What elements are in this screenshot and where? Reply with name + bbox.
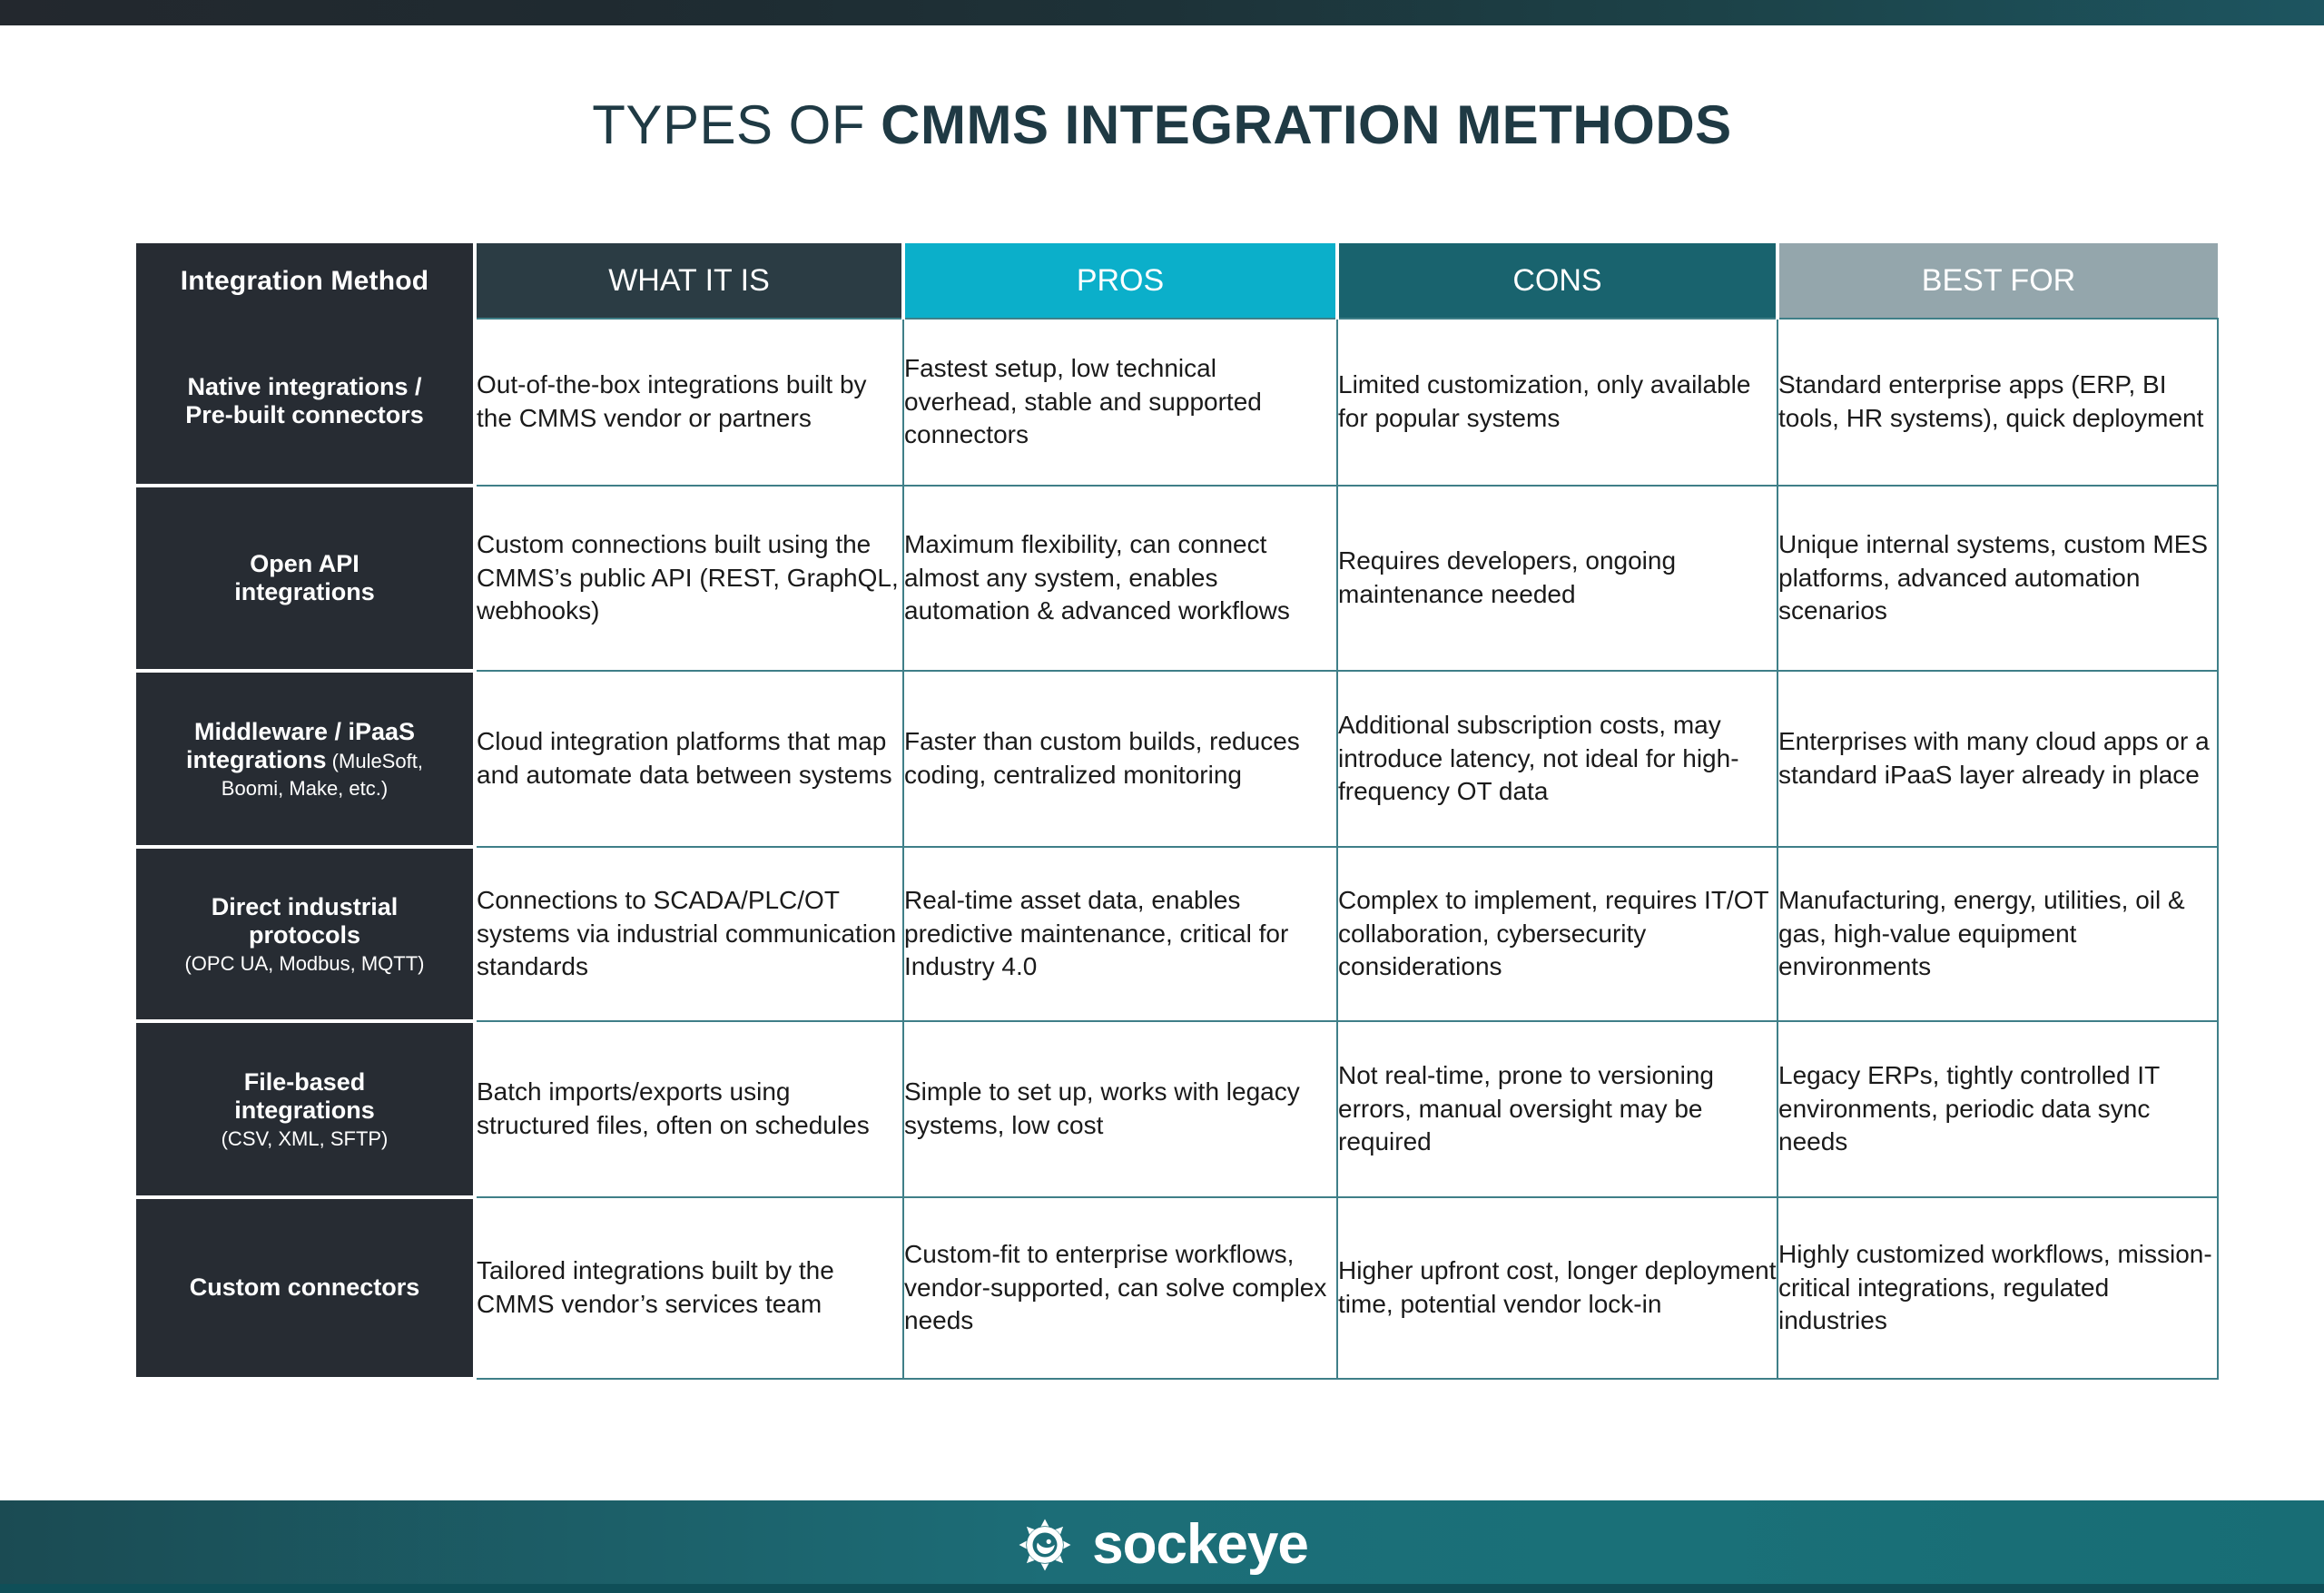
page-title-bold: CMMS INTEGRATION METHODS (881, 94, 1732, 155)
footer-underline (0, 1584, 2324, 1593)
table-row: Native integrations / Pre-built connecto… (136, 318, 2219, 487)
cell-best-for: Highly customized workflows, mission-cri… (1777, 1197, 2219, 1380)
column-header-cons: CONS (1337, 243, 1779, 319)
row-method-label: Direct industrial protocols (OPC UA, Mod… (136, 847, 477, 1023)
cell-best-for: Unique internal systems, custom MES plat… (1777, 486, 2219, 672)
cell-best-for: Legacy ERPs, tightly controlled IT envir… (1777, 1021, 2219, 1198)
gear-eye-icon (1019, 1519, 1071, 1571)
row-method-label: File-based integrations (CSV, XML, SFTP) (136, 1021, 477, 1199)
method-line-1: Middleware / iPaaS (193, 717, 416, 745)
cell-pros: Simple to set up, works with legacy syst… (903, 1021, 1338, 1198)
table-row: Direct industrial protocols (OPC UA, Mod… (136, 847, 2219, 1023)
sockeye-logo: sockeye (1016, 1513, 1309, 1576)
cell-cons: Not real-time, prone to versioning error… (1337, 1021, 1778, 1198)
row-method-label: Middleware / iPaaS integrations (MuleSof… (136, 671, 477, 849)
method-line-2: integrations (186, 746, 327, 774)
row-method-label: Native integrations / Pre-built connecto… (136, 319, 477, 487)
top-decorative-bar (0, 0, 2324, 25)
cell-cons: Additional subscription costs, may intro… (1337, 671, 1778, 848)
method-line-1: Custom connectors (189, 1273, 420, 1302)
cell-cons: Higher upfront cost, longer deployment t… (1337, 1197, 1778, 1380)
footer-bar: sockeye (0, 1500, 2324, 1593)
cell-pros: Custom-fit to enterprise workflows, vend… (903, 1197, 1338, 1380)
column-header-best-for: BEST FOR (1777, 243, 2218, 319)
table-body: Native integrations / Pre-built connecto… (136, 318, 2219, 1381)
method-line-1: File-based (243, 1067, 366, 1096)
page-title: TYPES OF CMMS INTEGRATION METHODS (0, 93, 2324, 156)
table-row: File-based integrations (CSV, XML, SFTP)… (136, 1021, 2219, 1199)
method-sub-line: (CSV, XML, SFTP) (221, 1126, 389, 1150)
cell-what-it-is: Cloud integration platforms that map and… (475, 671, 904, 848)
cell-pros: Faster than custom builds, reduces codin… (903, 671, 1338, 848)
cell-pros: Maximum flexibility, can connect almost … (903, 486, 1338, 672)
table-row: Custom connectors Tailored integrations … (136, 1197, 2219, 1381)
column-header-what-it-is: WHAT IT IS (475, 243, 905, 319)
column-header-pros: PROS (903, 243, 1339, 319)
cell-best-for: Manufacturing, energy, utilities, oil & … (1777, 847, 2219, 1022)
table-header-row: Integration Method WHAT IT IS PROS CONS … (136, 243, 2218, 319)
method-line-1: Direct industrial (211, 892, 399, 920)
method-line-2: protocols (248, 921, 360, 949)
cell-what-it-is: Connections to SCADA/PLC/OT systems via … (475, 847, 904, 1022)
integration-methods-table: Integration Method WHAT IT IS PROS CONS … (136, 243, 2219, 1381)
row-method-label: Open API integrations (136, 486, 477, 673)
cell-cons: Complex to implement, requires IT/OT col… (1337, 847, 1778, 1022)
method-line-2: integrations (234, 578, 375, 605)
cell-best-for: Enterprises with many cloud apps or a st… (1777, 671, 2219, 848)
cell-what-it-is: Tailored integrations built by the CMMS … (475, 1197, 904, 1380)
cell-pros: Fastest setup, low technical overhead, s… (903, 318, 1338, 487)
method-line-2: Pre-built connectors (185, 401, 424, 428)
table-row: Middleware / iPaaS integrations (MuleSof… (136, 671, 2219, 849)
table-header: Integration Method WHAT IT IS PROS CONS … (136, 243, 2218, 319)
method-inline-sub: (MuleSoft, (326, 750, 423, 773)
column-header-integration-method: Integration Method (136, 243, 477, 319)
method-sub-line: (OPC UA, Modbus, MQTT) (184, 951, 425, 975)
cell-what-it-is: Out-of-the-box integrations built by the… (475, 318, 904, 487)
cell-what-it-is: Batch imports/exports using structured f… (475, 1021, 904, 1198)
integration-methods-table-wrapper: Integration Method WHAT IT IS PROS CONS … (136, 243, 2219, 1381)
sockeye-wordmark: sockeye (1092, 1513, 1309, 1576)
cell-pros: Real-time asset data, enables predictive… (903, 847, 1338, 1022)
cell-cons: Limited customization, only available fo… (1337, 318, 1778, 487)
method-line-2: integrations (234, 1096, 375, 1125)
method-sub-line: Boomi, Make, etc.) (221, 776, 389, 800)
page-title-light: TYPES OF (592, 94, 881, 155)
method-line-1: Native integrations / (187, 372, 422, 400)
cell-what-it-is: Custom connections built using the CMMS’… (475, 486, 904, 672)
cell-cons: Requires developers, ongoing maintenance… (1337, 486, 1778, 672)
method-line-1: Open API (250, 549, 359, 577)
table-row: Open API integrations Custom connections… (136, 486, 2219, 673)
row-method-label: Custom connectors (136, 1197, 477, 1381)
cell-best-for: Standard enterprise apps (ERP, BI tools,… (1777, 318, 2219, 487)
